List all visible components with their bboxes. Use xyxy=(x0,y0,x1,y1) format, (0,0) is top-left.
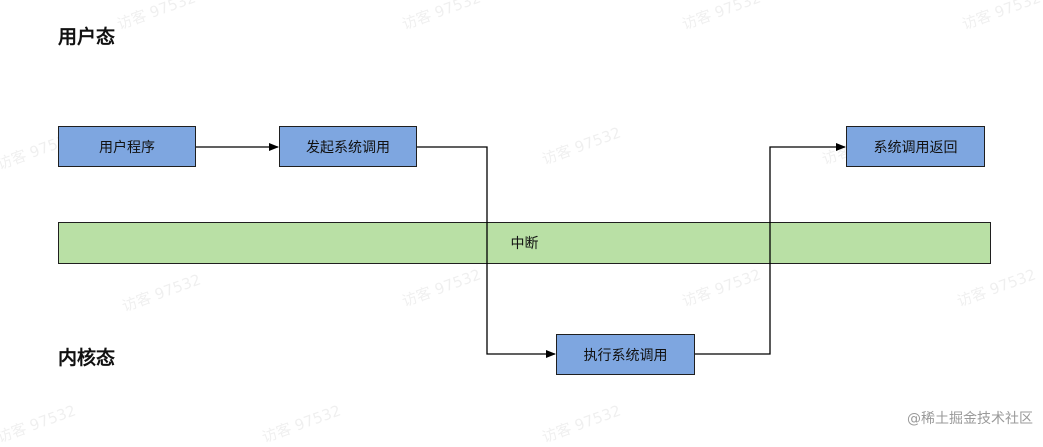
node-invoke-syscall-label: 发起系统调用 xyxy=(306,139,390,156)
watermark: 访客 97532 xyxy=(679,0,764,34)
node-invoke-syscall: 发起系统调用 xyxy=(279,126,417,167)
watermark: 访客 97532 xyxy=(259,401,344,447)
node-syscall-return: 系统调用返回 xyxy=(846,126,985,167)
watermark: 访客 97532 xyxy=(539,123,624,169)
watermark: 访客 97532 xyxy=(0,401,79,447)
watermark: 访客 97532 xyxy=(399,0,484,34)
footer-brand: @稀土掘金技术社区 xyxy=(907,411,1033,427)
watermark: 访客 97532 xyxy=(539,401,624,447)
watermark: 访客 97532 xyxy=(399,265,484,311)
watermark: 访客 97532 xyxy=(959,0,1043,34)
watermark: 访客 97532 xyxy=(954,265,1039,311)
node-exec-syscall-label: 执行系统调用 xyxy=(583,347,668,364)
watermark: 访客 97532 xyxy=(679,265,764,311)
node-syscall-return-label: 系统调用返回 xyxy=(873,139,958,156)
interrupt-band: 中断 xyxy=(58,222,991,264)
watermark: 访客 97532 xyxy=(114,0,199,34)
node-user-program: 用户程序 xyxy=(58,126,196,167)
connector-layer xyxy=(196,143,846,358)
kernel-mode-label: 内核态 xyxy=(58,347,116,369)
interrupt-band-label: 中断 xyxy=(510,236,539,252)
node-exec-syscall: 执行系统调用 xyxy=(556,334,695,375)
node-user-program-label: 用户程序 xyxy=(99,139,155,156)
watermark: 访客 97532 xyxy=(119,270,204,316)
user-mode-label: 用户态 xyxy=(58,26,116,48)
